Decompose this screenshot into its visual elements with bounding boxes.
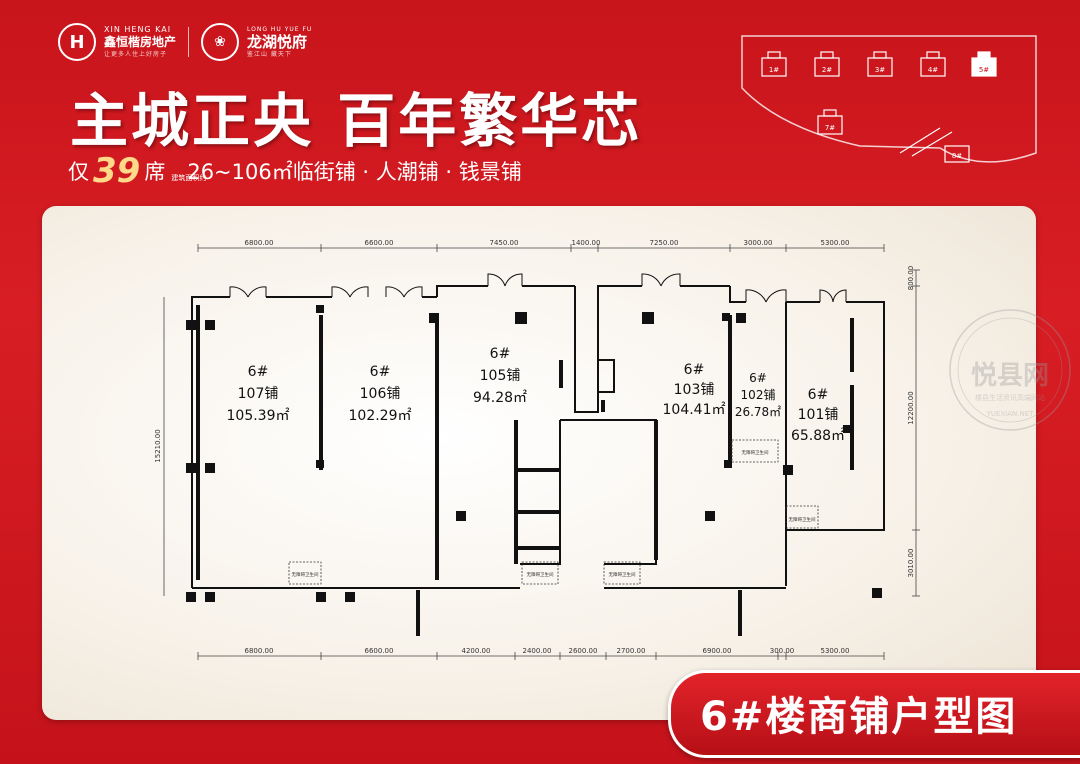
unit-107-name: 107铺: [238, 386, 279, 402]
plan-title: 6#楼商铺户型图: [700, 694, 1018, 740]
restroom-label-5: 无障碍卫生间: [789, 516, 816, 523]
top-dim-1: 6800.00: [245, 239, 274, 247]
unit-105: 6# 105铺 94.28㎡: [473, 346, 527, 406]
site-plan-thumbnail: 1# 2# 3# 4# 5# 7# 8#: [741, 35, 1037, 163]
dimension-lines: [163, 244, 920, 660]
bottom-dim-3: 4200.00: [462, 647, 491, 655]
site-buildings: [761, 51, 997, 163]
project-logo-icon: ❀: [201, 23, 240, 61]
unit-106-area: 102.29㎡: [349, 408, 412, 424]
brand-bar: H XIN HENG KAI 鑫恒楷房地产 让更多人住上好房子 ❀ LONG H…: [58, 22, 312, 62]
right-dim-1: 800.00: [907, 266, 915, 291]
plan-title-badge: [668, 670, 1080, 758]
unit-105-name: 105铺: [480, 368, 521, 384]
unit-101-building: 6#: [808, 387, 829, 403]
site-bldg-2: 2#: [822, 66, 832, 74]
site-bldg-1: 1#: [769, 66, 779, 74]
unit-107-building: 6#: [248, 364, 269, 380]
unit-106: 6# 106铺 102.29㎡: [349, 364, 412, 424]
unit-102-area: 26.78㎡: [735, 405, 781, 419]
bottom-dim-4: 2400.00: [523, 647, 552, 655]
top-dim-6: 3000.00: [744, 239, 773, 247]
logo-divider: [188, 27, 190, 57]
subheadline: 仅 39 席 建筑面积约 26~106㎡临街铺 · 人潮铺 · 钱景铺: [68, 151, 522, 191]
bottom-dim-7: 6900.00: [703, 647, 732, 655]
bottom-dim-8: 300.00: [770, 647, 795, 655]
restrooms: [288, 439, 819, 585]
unit-107: 6# 107铺 105.39㎡: [227, 364, 290, 424]
sub-detail: 26~106㎡临街铺 · 人潮铺 · 钱景铺: [187, 160, 522, 184]
bottom-dim-2: 6600.00: [365, 647, 394, 655]
project-name-cn: 龙湖悦府: [247, 33, 308, 51]
left-dim: 15210.00: [154, 429, 162, 462]
door-swings: [229, 273, 847, 303]
project-name-en: LONG HU YUE FU: [247, 26, 313, 33]
unit-107-area: 105.39㎡: [227, 408, 290, 424]
bottom-dim-9: 5300.00: [821, 647, 850, 655]
watermark-url: YUEXIAN.NET: [986, 410, 1035, 418]
bottom-dim-5: 2600.00: [569, 647, 598, 655]
dimension-labels: 6800.00 6600.00 7450.00 1400.00 7250.00 …: [154, 239, 915, 655]
top-dim-7: 5300.00: [821, 239, 850, 247]
unit-105-area: 94.28㎡: [473, 390, 527, 406]
unit-106-name: 106铺: [360, 386, 401, 402]
restroom-label-1: 无障碍卫生间: [292, 571, 319, 578]
top-dim-3: 7450.00: [490, 239, 519, 247]
unit-105-building: 6#: [490, 346, 511, 362]
unit-labels: 6# 107铺 105.39㎡ 6# 106铺 102.29㎡ 6# 105铺 …: [227, 346, 846, 444]
top-dim-4: 1400.00: [572, 239, 601, 247]
unit-101-name: 101铺: [798, 407, 839, 423]
company-name: XIN HENG KAI 鑫恒楷房地产 让更多人住上好房子: [104, 24, 176, 60]
company-logo-icon: H: [58, 23, 96, 61]
unit-102: 6# 102铺 26.78㎡: [735, 371, 781, 419]
bottom-dim-1: 6800.00: [245, 647, 274, 655]
restroom-label-3: 无障碍卫生间: [609, 571, 636, 578]
unit-102-building: 6#: [749, 371, 767, 385]
unit-103-area: 104.41㎡: [663, 402, 726, 418]
unit-103: 6# 103铺 104.41㎡: [663, 362, 726, 418]
unit-106-building: 6#: [370, 364, 391, 380]
site-bldg-8: 8#: [952, 152, 962, 160]
watermark-subtitle: 楼县生活资讯高端网站: [975, 393, 1045, 402]
restroom-label-2: 无障碍卫生间: [527, 571, 554, 578]
watermark-seal: 悦县网 楼县生活资讯高端网站 YUEXIAN.NET: [949, 309, 1071, 431]
walls: [191, 285, 885, 636]
watermark-title: 悦县网: [971, 360, 1049, 391]
company-name-cn: 鑫恒楷房地产: [104, 35, 177, 49]
site-bldg-5: 5#: [979, 66, 989, 74]
top-dim-5: 7250.00: [650, 239, 679, 247]
site-bldg-7: 7#: [825, 124, 835, 132]
columns: [186, 305, 882, 602]
unit-103-name: 103铺: [674, 382, 715, 398]
bottom-dim-6: 2700.00: [617, 647, 646, 655]
sub-suffix: 席: [144, 160, 166, 184]
top-dim-2: 6600.00: [365, 239, 394, 247]
restroom-labels: 无障碍卫生间 无障碍卫生间 无障碍卫生间 无障碍卫生间 无障碍卫生间: [292, 449, 816, 578]
unit-102-name: 102铺: [741, 388, 776, 402]
project-name: LONG HU YUE FU 龙湖悦府 鉴江山 藏天下: [247, 24, 312, 60]
restroom-label-4: 无障碍卫生间: [742, 449, 769, 456]
right-dim-3: 3010.00: [907, 549, 915, 578]
unit-101: 6# 101铺 65.88㎡: [791, 387, 845, 444]
sub-prefix: 仅: [68, 160, 89, 184]
headline: 主城正央 百年繁华芯: [70, 87, 643, 155]
company-name-en: XIN HENG KAI: [104, 25, 172, 34]
site-bldg-3: 3#: [875, 66, 885, 74]
site-bldg-4: 4#: [928, 66, 938, 74]
unit-103-building: 6#: [684, 362, 705, 378]
right-dim-2: 12200.00: [907, 391, 915, 424]
unit-101-area: 65.88㎡: [791, 428, 845, 444]
project-slogan: 鉴江山 藏天下: [247, 51, 292, 58]
unit-count: 39: [93, 151, 141, 191]
company-slogan: 让更多人住上好房子: [104, 51, 168, 58]
